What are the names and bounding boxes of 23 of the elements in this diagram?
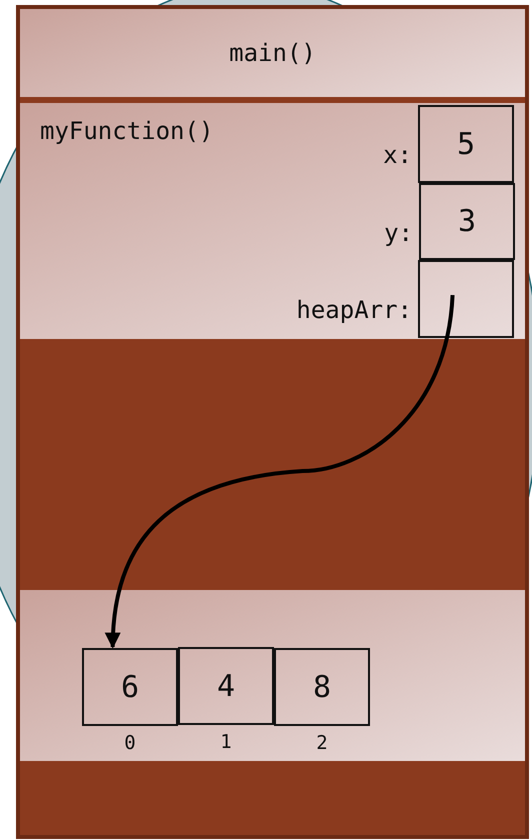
value-text: 5 — [456, 126, 476, 162]
value-text: 4 — [216, 668, 236, 704]
variable-name: heapArr: — [296, 296, 412, 324]
frame-title: main() — [229, 39, 316, 67]
heap-region — [20, 590, 525, 761]
variable-name: x: — [383, 141, 412, 169]
value-box — [82, 648, 178, 726]
frame-title: myFunction() — [40, 117, 214, 145]
value-text: 3 — [458, 204, 476, 239]
stack-frame-band — [20, 9, 525, 97]
value-box — [419, 183, 515, 260]
pointer-box — [418, 260, 514, 338]
value-box — [178, 647, 274, 725]
value-box — [274, 648, 370, 726]
pointer-arrow — [105, 294, 455, 649]
index-label: 0 — [123, 732, 137, 754]
stack-frame-band — [20, 103, 525, 339]
value-text: 6 — [120, 670, 140, 704]
variable-name: y: — [384, 219, 413, 247]
index-label: 2 — [315, 732, 329, 754]
value-box — [418, 105, 514, 183]
index-label: 1 — [219, 731, 233, 753]
value-text: 8 — [312, 670, 332, 704]
